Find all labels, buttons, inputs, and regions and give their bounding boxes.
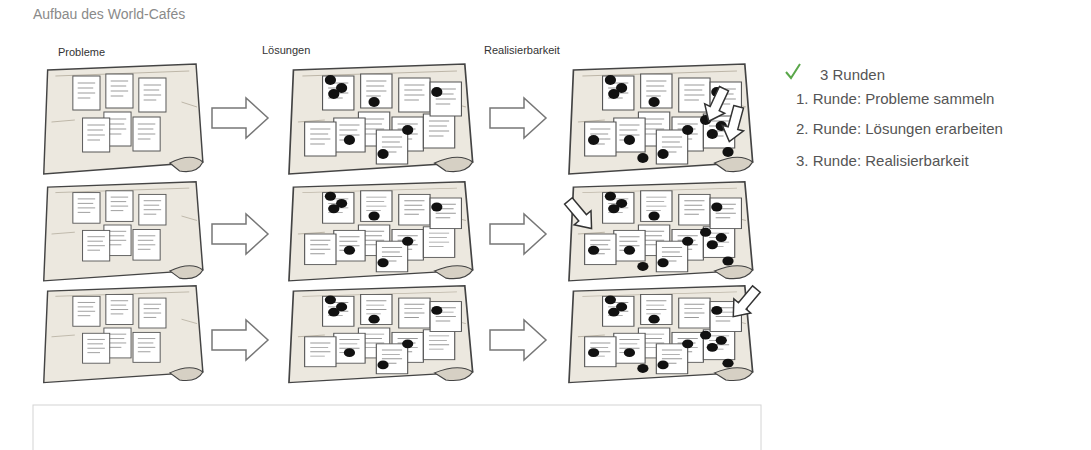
flow-arrow bbox=[212, 214, 268, 254]
table bbox=[44, 286, 203, 383]
pointer-arrow bbox=[725, 282, 765, 324]
table bbox=[44, 64, 203, 174]
paper-notes bbox=[585, 74, 742, 164]
flow-arrow bbox=[490, 214, 546, 254]
title: Aufbau des World-Cafés bbox=[33, 6, 185, 23]
table bbox=[569, 286, 753, 383]
sticker-dots bbox=[588, 75, 734, 163]
round-item: 3. Runde: Realisierbarkeit bbox=[796, 152, 1086, 170]
flow-arrow bbox=[212, 320, 268, 360]
paper-notes bbox=[585, 295, 742, 374]
round-item: 3 Runden bbox=[820, 66, 1040, 84]
flow-arrow bbox=[212, 98, 268, 138]
paper-notes bbox=[305, 295, 462, 374]
sticker-dots bbox=[588, 295, 734, 372]
sticker-dots bbox=[325, 295, 443, 369]
sticker-dots bbox=[325, 192, 443, 268]
pointer-arrow bbox=[560, 194, 600, 236]
pointer-arrow bbox=[699, 84, 734, 126]
paper-notes bbox=[73, 74, 166, 152]
paper-notes bbox=[73, 191, 166, 261]
table bbox=[289, 286, 473, 383]
flow-arrow bbox=[490, 320, 546, 360]
paper-notes bbox=[305, 191, 462, 272]
paper-notes bbox=[585, 191, 742, 272]
checkmark bbox=[786, 64, 800, 78]
paper-notes bbox=[305, 74, 462, 164]
column-heading: Realisierbarkeit bbox=[484, 44, 624, 57]
table bbox=[289, 182, 473, 281]
sticker-dots bbox=[588, 192, 734, 271]
paper-notes bbox=[73, 295, 166, 364]
column-heading: Probleme bbox=[58, 46, 178, 59]
round-item: 1. Runde: Probleme sammeln bbox=[796, 90, 1086, 108]
empty-box bbox=[33, 405, 761, 450]
pointer-arrow bbox=[719, 104, 750, 144]
flow-arrow bbox=[490, 98, 546, 138]
sticker-dots bbox=[325, 75, 443, 159]
table bbox=[44, 182, 203, 281]
table bbox=[569, 182, 753, 281]
round-item: 2. Runde: Lösungen erarbeiten bbox=[796, 120, 1086, 138]
column-heading: Lösungen bbox=[262, 44, 382, 57]
table bbox=[569, 64, 753, 174]
table bbox=[289, 64, 473, 174]
